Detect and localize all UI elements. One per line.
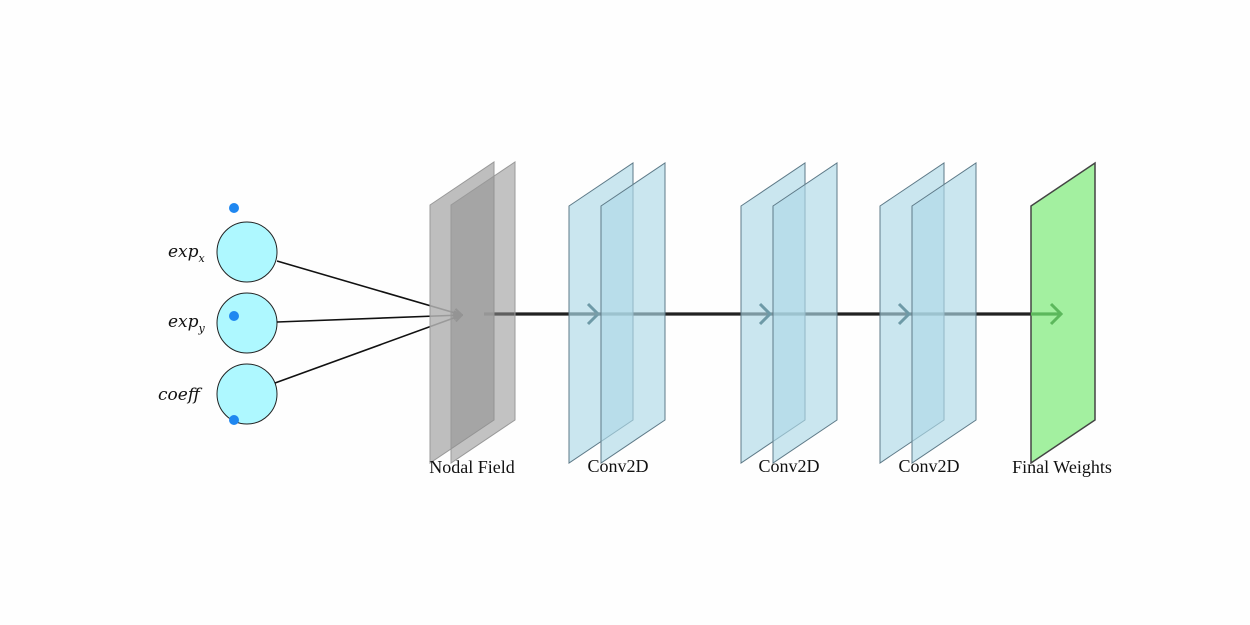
- input-label-exp-x: expx: [168, 242, 206, 265]
- output-plane: [1030, 161, 1096, 465]
- conv-plane-front: [600, 162, 666, 464]
- flow-arrow-icon: [897, 302, 912, 326]
- flow-arrow-icon: [758, 302, 773, 326]
- input-node-coeff: coeff: [158, 363, 278, 425]
- input-marker-dot: [229, 415, 239, 425]
- flow-arrow-icon: [1049, 302, 1064, 326]
- input-marker-dot: [229, 311, 239, 321]
- layer-conv2d-3: Conv2D: [879, 162, 977, 476]
- input-marker-dot: [229, 203, 239, 213]
- input-label-coeff: coeff: [158, 385, 203, 405]
- layer-conv2d-1: Conv2D: [568, 162, 666, 476]
- input-circle: [216, 221, 278, 283]
- layer-label: Conv2D: [758, 456, 819, 476]
- layer-final-weights: Final Weights: [1012, 161, 1112, 477]
- layer-label: Conv2D: [587, 456, 648, 476]
- layer-nodal-field: Nodal Field: [429, 161, 516, 477]
- conv-plane-front: [911, 162, 977, 464]
- layer-conv2d-2: Conv2D: [740, 162, 838, 476]
- layer-label: Final Weights: [1012, 457, 1112, 477]
- input-circle: [216, 363, 278, 425]
- nodal-field-front-plane: [450, 161, 516, 464]
- input-circle: [216, 292, 278, 354]
- layer-label: Conv2D: [898, 456, 959, 476]
- conv-plane-front: [772, 162, 838, 464]
- layer-label: Nodal Field: [429, 457, 515, 477]
- input-node-exp-x: expx: [168, 203, 278, 283]
- input-node-exp-y: expy: [168, 292, 278, 354]
- input-label-exp-y: expy: [168, 312, 206, 335]
